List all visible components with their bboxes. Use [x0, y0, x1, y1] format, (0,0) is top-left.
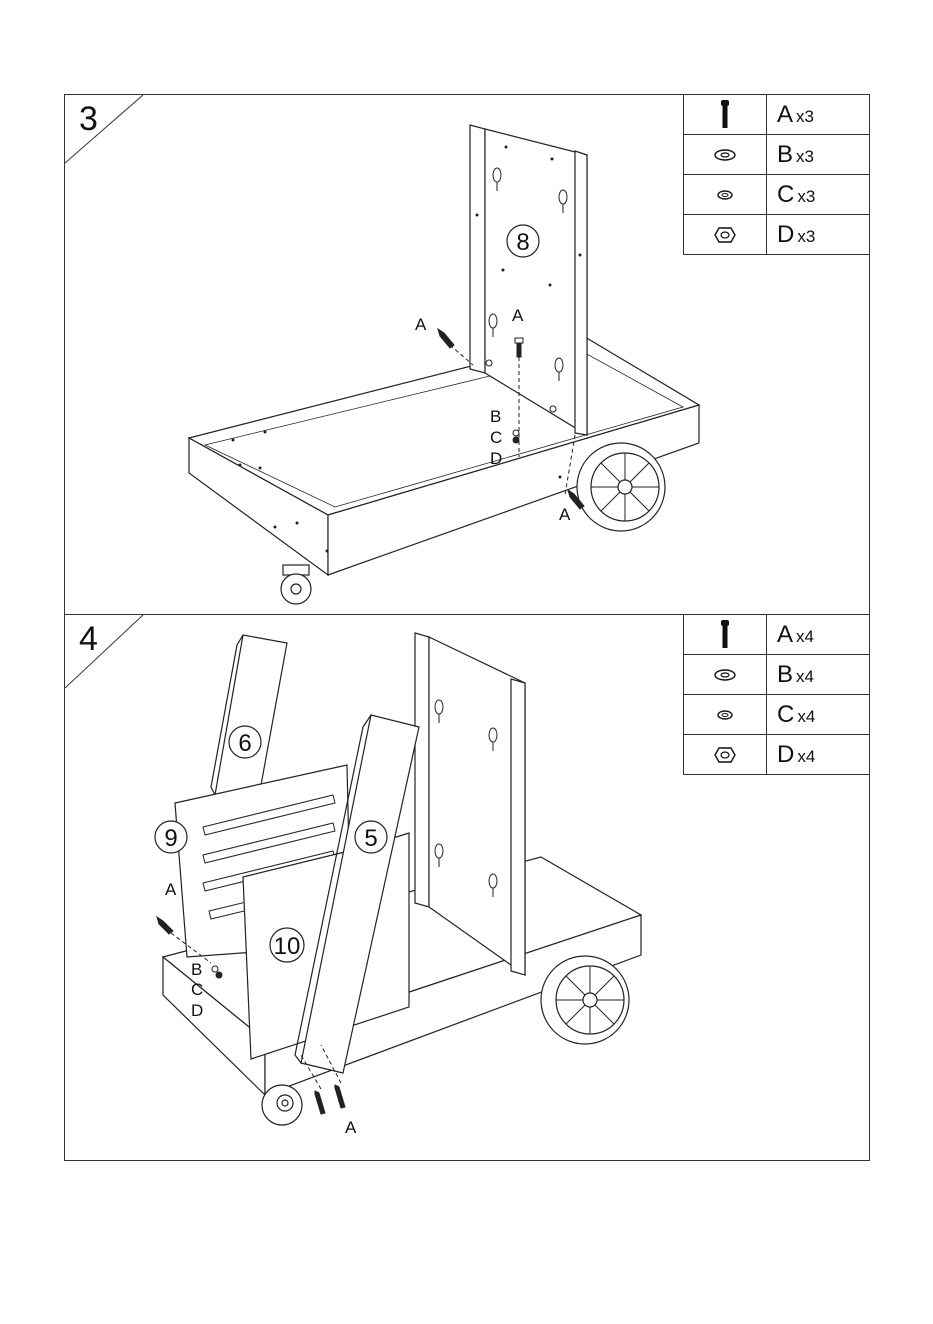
bolt-icon [684, 95, 767, 135]
part-label: 5 [364, 825, 377, 852]
callout-label: A [415, 315, 427, 334]
callout-label: D [490, 449, 502, 468]
part-label: 6 [238, 730, 251, 757]
part-quantity: x3 [796, 107, 814, 126]
part-quantity: x3 [797, 187, 815, 206]
part-letter: C [777, 701, 794, 728]
callout-label: C [490, 428, 502, 447]
rear-wheel [541, 956, 629, 1044]
part-letter: A [777, 101, 793, 128]
part-quantity: x4 [797, 747, 815, 766]
bolt-icon [684, 615, 767, 655]
front-caster [281, 565, 311, 604]
part-letter: D [777, 741, 794, 768]
washer-icon [684, 655, 767, 695]
callout-label: B [490, 407, 501, 426]
hex-nut-icon [684, 735, 767, 775]
part-label: 9 [164, 825, 177, 852]
spring-washer-icon [684, 175, 767, 215]
step-3-panel: 3 [64, 94, 870, 615]
part-quantity: x4 [796, 627, 814, 646]
part-quantity: x4 [796, 667, 814, 686]
callout-label: A [165, 880, 177, 899]
front-caster [262, 1085, 302, 1125]
washer-icon [684, 135, 767, 175]
callout-label: A [559, 505, 571, 524]
hex-nut-icon [684, 215, 767, 255]
part-letter: C [777, 181, 794, 208]
spring-washer-icon [684, 695, 767, 735]
callout-label: C [191, 980, 203, 999]
part-letter: B [777, 661, 793, 688]
part-quantity: x3 [797, 227, 815, 246]
rear-wheel [577, 443, 665, 531]
callout-label: A [512, 306, 524, 325]
callout-label: A [345, 1118, 357, 1137]
part-quantity: x3 [796, 147, 814, 166]
part-quantity: x4 [797, 707, 815, 726]
part-label: 10 [274, 933, 301, 960]
part-letter: B [777, 141, 793, 168]
part-label: 8 [516, 229, 529, 256]
callout-label: D [191, 1001, 203, 1020]
step-4-panel: 4 [64, 614, 870, 1161]
callout-label: B [191, 960, 202, 979]
part-letter: A [777, 621, 793, 648]
part-letter: D [777, 221, 794, 248]
